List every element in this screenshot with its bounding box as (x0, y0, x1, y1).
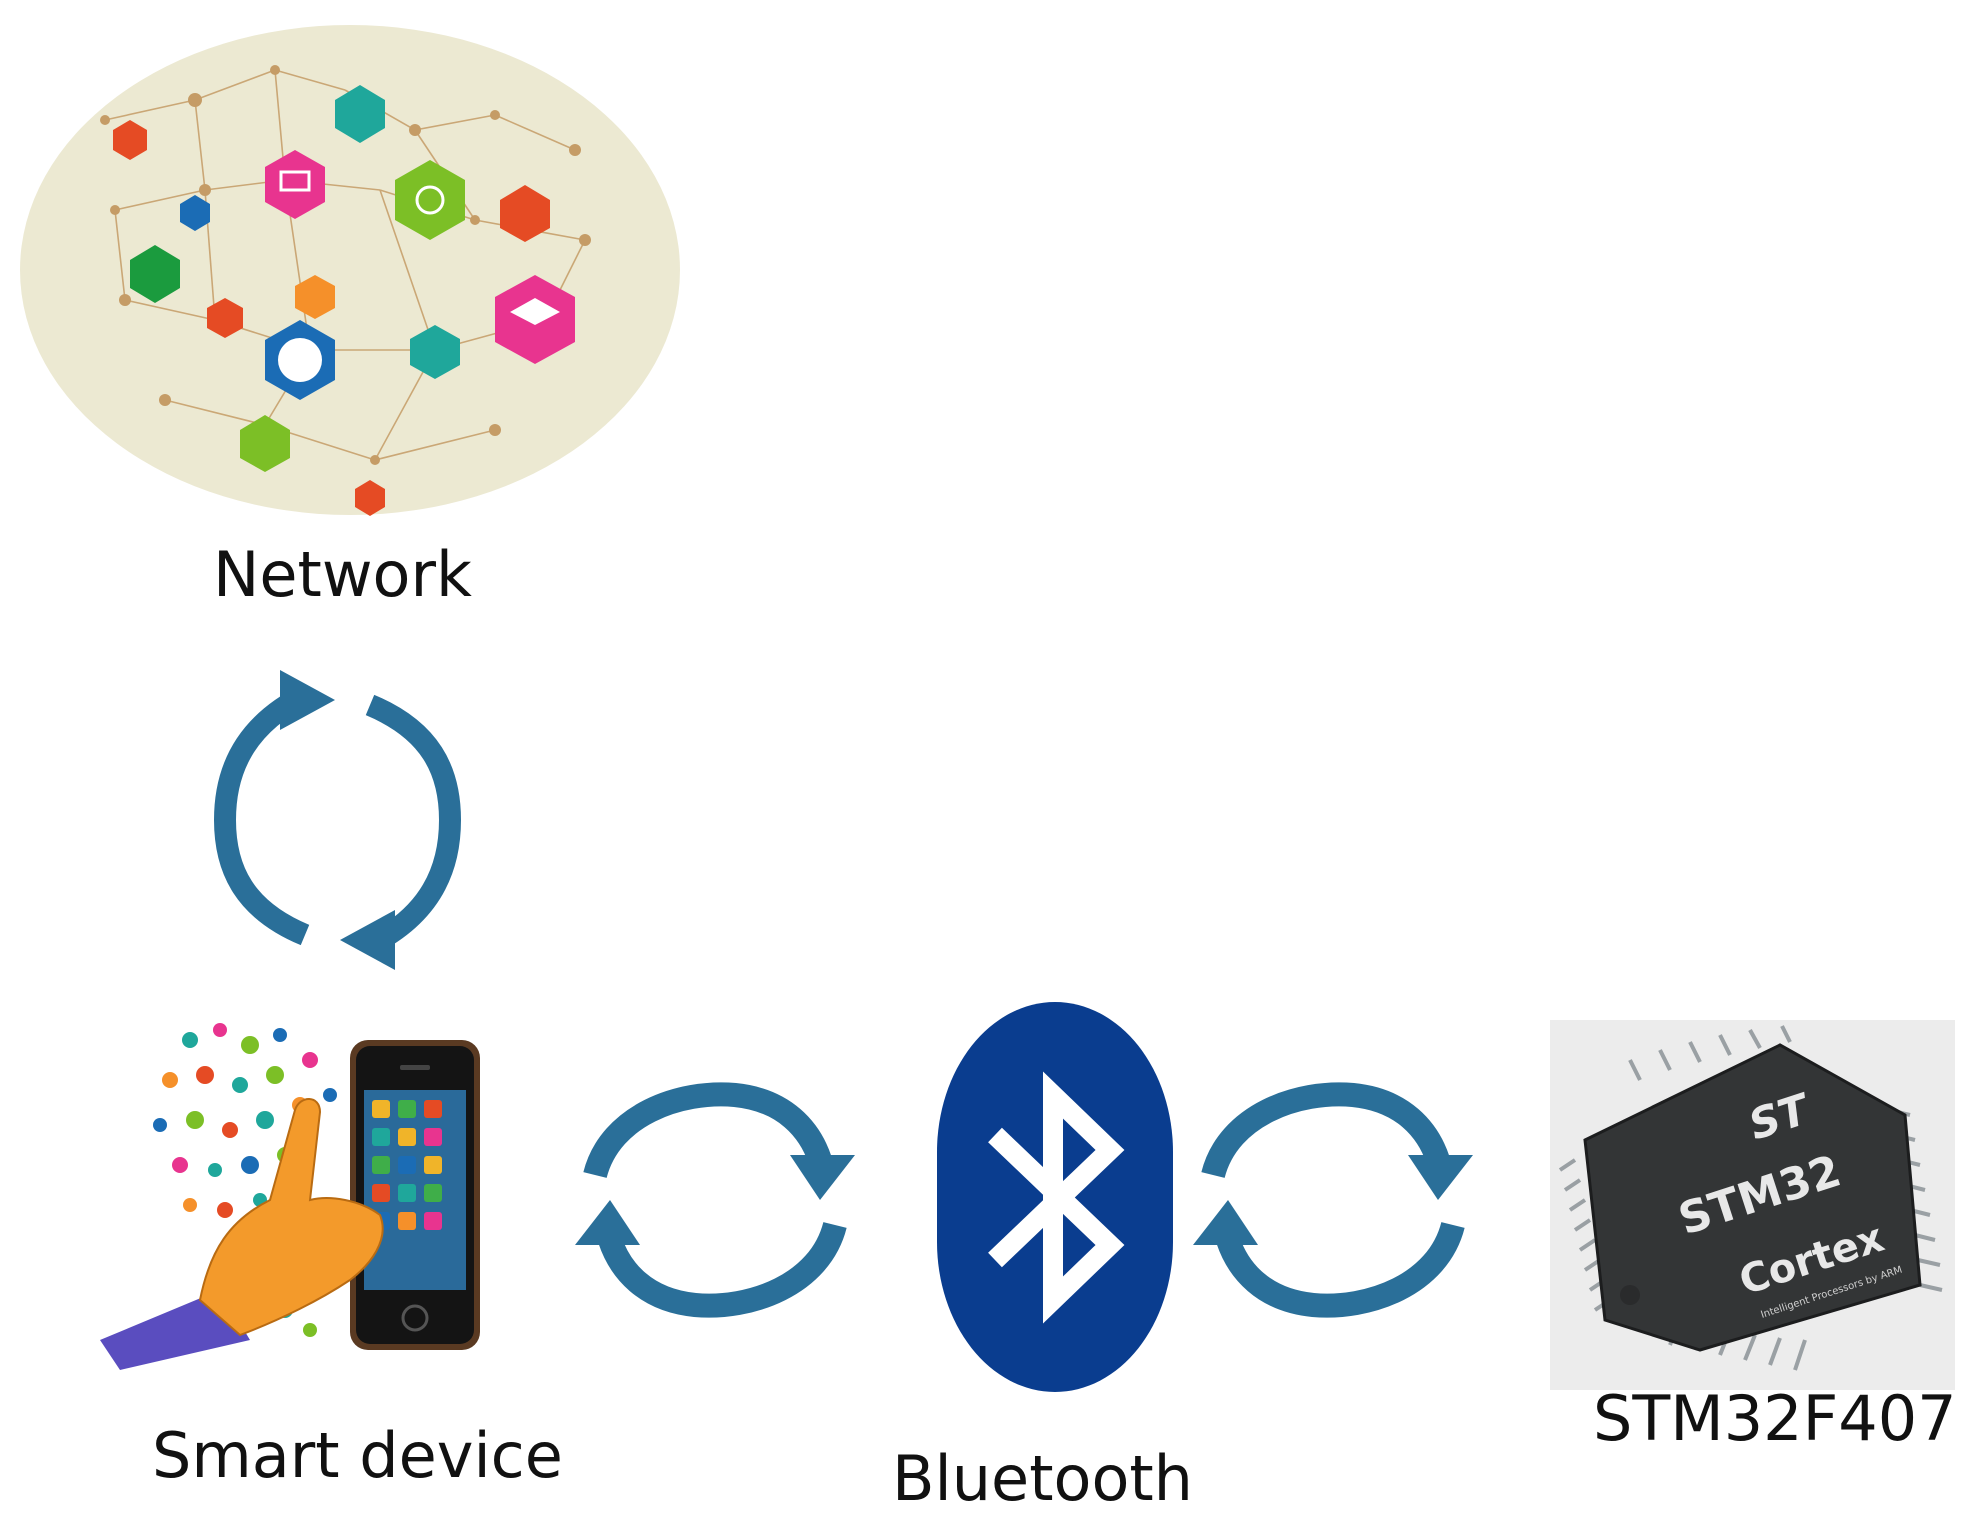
network-sync-arrows (210, 670, 470, 970)
sync-arrows-right (1193, 1082, 1473, 1318)
stm32-chip-graphic: ST STM32 Cortex Intelligent Processors b… (1550, 1020, 1955, 1390)
network-label: Network (213, 538, 472, 611)
bluetooth-node (935, 1000, 1175, 1395)
stm32-label: STM32F407 (1593, 1382, 1957, 1455)
bluetooth-mcu-arrows (1188, 1075, 1478, 1325)
device-bluetooth-arrows (570, 1075, 860, 1325)
network-node (15, 20, 685, 520)
bluetooth-icon (937, 1002, 1173, 1392)
smart-device-graphic (100, 1023, 480, 1370)
hand-pointer (100, 1098, 384, 1370)
network-hexagons (113, 85, 575, 516)
network-graphic (20, 25, 680, 516)
sync-arrows-vertical (213, 670, 462, 970)
smart-device-node (100, 1000, 560, 1380)
app-icons-cloud (153, 1023, 337, 1337)
stm32-node: ST STM32 Cortex Intelligent Processors b… (1550, 1020, 1955, 1390)
smartphone (350, 1040, 480, 1350)
smart-device-label: Smart device (152, 1419, 563, 1492)
sync-arrows-left (575, 1082, 855, 1318)
bluetooth-label: Bluetooth (892, 1442, 1193, 1515)
